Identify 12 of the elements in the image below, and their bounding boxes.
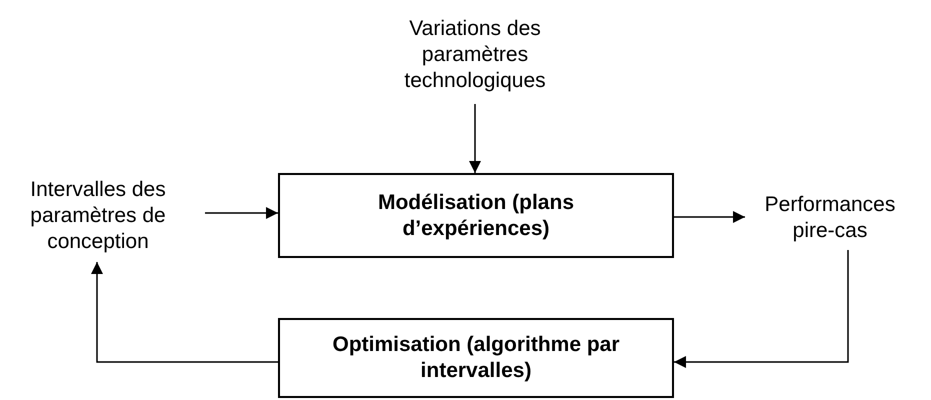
arrow [674, 250, 849, 368]
process-box [278, 318, 674, 398]
box-title: Modélisation (plans d’expériences) [376, 190, 575, 242]
process-box [278, 173, 674, 258]
arrow [674, 211, 745, 223]
arrow [469, 104, 481, 173]
input-label: Intervalles des paramètres de conception [29, 177, 167, 255]
input-label: Performances pire-cas [764, 192, 896, 244]
box-title: Optimisation (algorithme par intervalles) [331, 332, 621, 384]
arrow [205, 207, 278, 219]
arrow [91, 262, 278, 363]
input-label: Variations des paramètres technologiques [403, 16, 547, 94]
